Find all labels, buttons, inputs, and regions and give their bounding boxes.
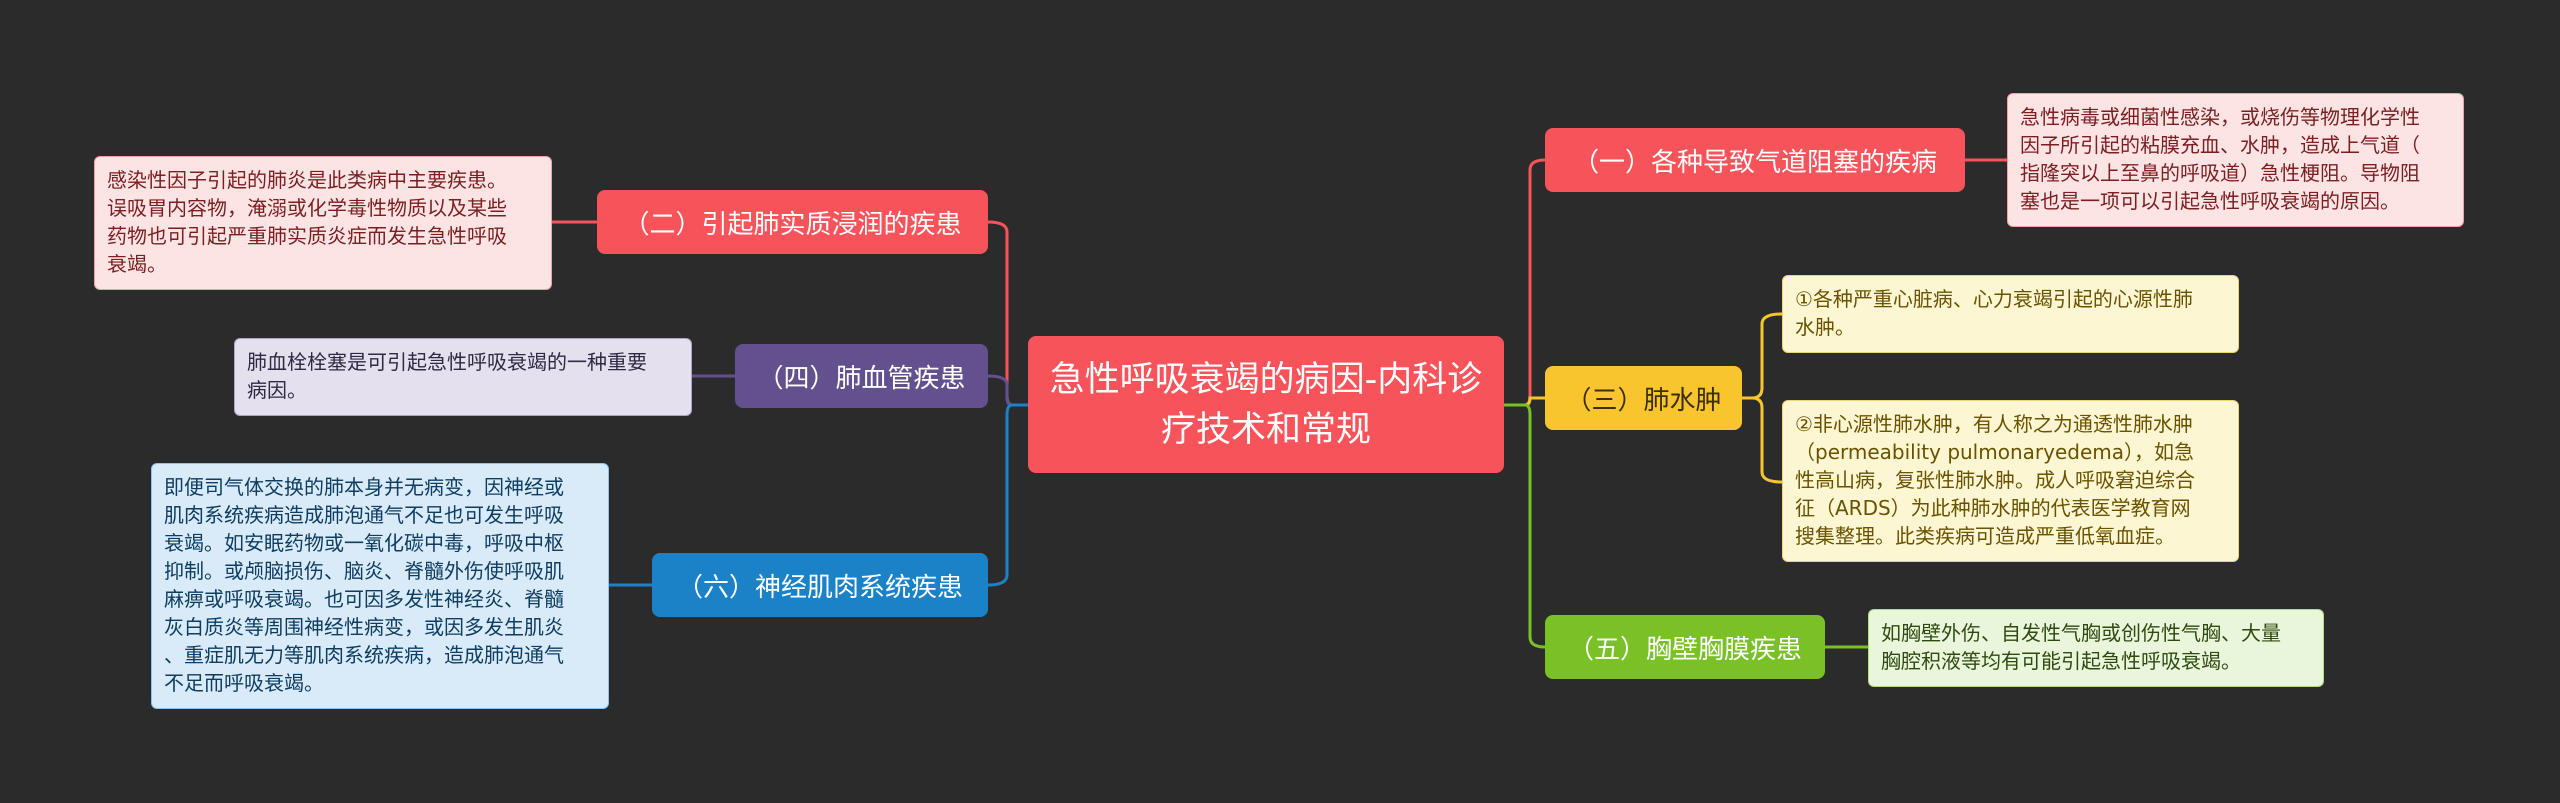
- leaf-line: 即便司气体交换的肺本身并无病变，因神经或: [164, 475, 564, 499]
- branch-neuromuscular[interactable]: （六）神经肌肉系统疾患: [652, 553, 988, 617]
- branch-pulmonary-edema[interactable]: （三）肺水肿: [1545, 366, 1742, 430]
- leaf-line: 指隆突以上至鼻的呼吸道）急性梗阻。导物阻: [2020, 161, 2420, 185]
- leaf-line: 药物也可引起严重肺实质炎症而发生急性呼吸: [107, 224, 507, 248]
- leaf-line: 抑制。或颅脑损伤、脑炎、脊髓外伤使呼吸肌: [164, 559, 564, 583]
- leaf-line: 衰竭。如安眠药物或一氧化碳中毒，呼吸中枢: [164, 531, 564, 555]
- leaf-line: 肌肉系统疾病造成肺泡通气不足也可发生呼吸: [164, 503, 564, 527]
- leaf-line: 肺血栓栓塞是可引起急性呼吸衰竭的一种重要: [247, 350, 647, 374]
- branch-label: （四）肺血管疾患: [757, 363, 966, 394]
- link-center-b5: [1504, 403, 1546, 649]
- leaf-line: （permeability pulmonaryedema），如急: [1795, 440, 2194, 464]
- branch-lung-parenchyma[interactable]: （二）引起肺实质浸润的疾患: [597, 190, 988, 254]
- leaf-line: 因子所引起的粘膜充血、水肿，造成上气道（: [2020, 133, 2420, 157]
- leaf-line: 感染性因子引起的肺炎是此类病中主要疾患。: [107, 168, 507, 192]
- leaf-line: 误吸胃内容物，淹溺或化学毒性物质以及某些: [107, 196, 507, 220]
- leaf-line: 搜集整理。此类疾病可造成严重低氧血症。: [1795, 524, 2175, 548]
- branch-airway-obstruction[interactable]: （一）各种导致气道阻塞的疾病: [1545, 128, 1965, 192]
- leaf-cardiogenic-edema: ①各种严重心脏病、心力衰竭引起的心源性肺 水肿。: [1782, 275, 2239, 353]
- leaf-neuromuscular: 即便司气体交换的肺本身并无病变，因神经或 肌肉系统疾病造成肺泡通气不足也可发生呼…: [151, 463, 609, 709]
- leaf-noncardiogenic-edema: ②非心源性肺水肿，有人称之为通透性肺水肿 （permeability pulmo…: [1782, 400, 2239, 562]
- branch-label: （一）各种导致气道阻塞的疾病: [1572, 147, 1937, 178]
- branch-label: （五）胸壁胸膜疾患: [1567, 634, 1802, 665]
- link-b3-leaves: [1742, 312, 1783, 484]
- leaf-lung-parenchyma: 感染性因子引起的肺炎是此类病中主要疾患。 误吸胃内容物，淹溺或化学毒性物质以及某…: [94, 156, 552, 290]
- leaf-pulmonary-vascular: 肺血栓栓塞是可引起急性呼吸衰竭的一种重要 病因。: [234, 338, 692, 416]
- leaf-line: 衰竭。: [107, 252, 167, 276]
- branch-label: （三）肺水肿: [1565, 385, 1722, 416]
- leaf-line: 水肿。: [1795, 315, 1855, 339]
- leaf-line: 征（ARDS）为此种肺水肿的代表医学教育网: [1795, 496, 2191, 520]
- leaf-airway-obstruction: 急性病毒或细菌性感染，或烧伤等物理化学性 因子所引起的粘膜充血、水肿，造成上气道…: [2007, 93, 2464, 227]
- branch-label: （二）引起肺实质浸润的疾患: [623, 209, 962, 240]
- leaf-line: 性高山病，复张性肺水肿。成人呼吸窘迫综合: [1795, 468, 2195, 492]
- leaf-line: 麻痹或呼吸衰竭。也可因多发性神经炎、脊髓: [164, 587, 564, 611]
- leaf-chest-wall-pleura: 如胸壁外伤、自发性气胸或创伤性气胸、大量 胸腔积液等均有可能引起急性呼吸衰竭。: [1868, 609, 2324, 687]
- leaf-line: 如胸壁外伤、自发性气胸或创伤性气胸、大量: [1881, 621, 2281, 645]
- branch-label: （六）神经肌肉系统疾患: [676, 572, 963, 603]
- leaf-line: ②非心源性肺水肿，有人称之为通透性肺水肿: [1795, 412, 2193, 436]
- leaf-line: 急性病毒或细菌性感染，或烧伤等物理化学性: [2020, 105, 2420, 129]
- leaf-line: ①各种严重心脏病、心力衰竭引起的心源性肺: [1795, 287, 2193, 311]
- central-topic-label: 急性呼吸衰竭的病因-内科诊疗技术和常规: [1049, 359, 1483, 450]
- leaf-line: 病因。: [247, 378, 307, 402]
- leaf-line: 塞也是一项可以引起急性呼吸衰竭的原因。: [2020, 189, 2400, 213]
- branch-chest-wall-pleura[interactable]: （五）胸壁胸膜疾患: [1545, 615, 1825, 679]
- leaf-line: 灰白质炎等周围神经性病变，或因多发生肌炎: [164, 615, 564, 639]
- branch-pulmonary-vascular[interactable]: （四）肺血管疾患: [735, 344, 988, 408]
- link-center-b1: [1504, 158, 1546, 407]
- leaf-line: 胸腔积液等均有可能引起急性呼吸衰竭。: [1881, 649, 2241, 673]
- central-topic[interactable]: 急性呼吸衰竭的病因-内科诊疗技术和常规: [1028, 336, 1504, 473]
- leaf-line: 、重症肌无力等肌肉系统疾病，造成肺泡通气: [164, 643, 564, 667]
- leaf-line: 不足而呼吸衰竭。: [164, 671, 324, 695]
- link-center-b6: [987, 403, 1028, 587]
